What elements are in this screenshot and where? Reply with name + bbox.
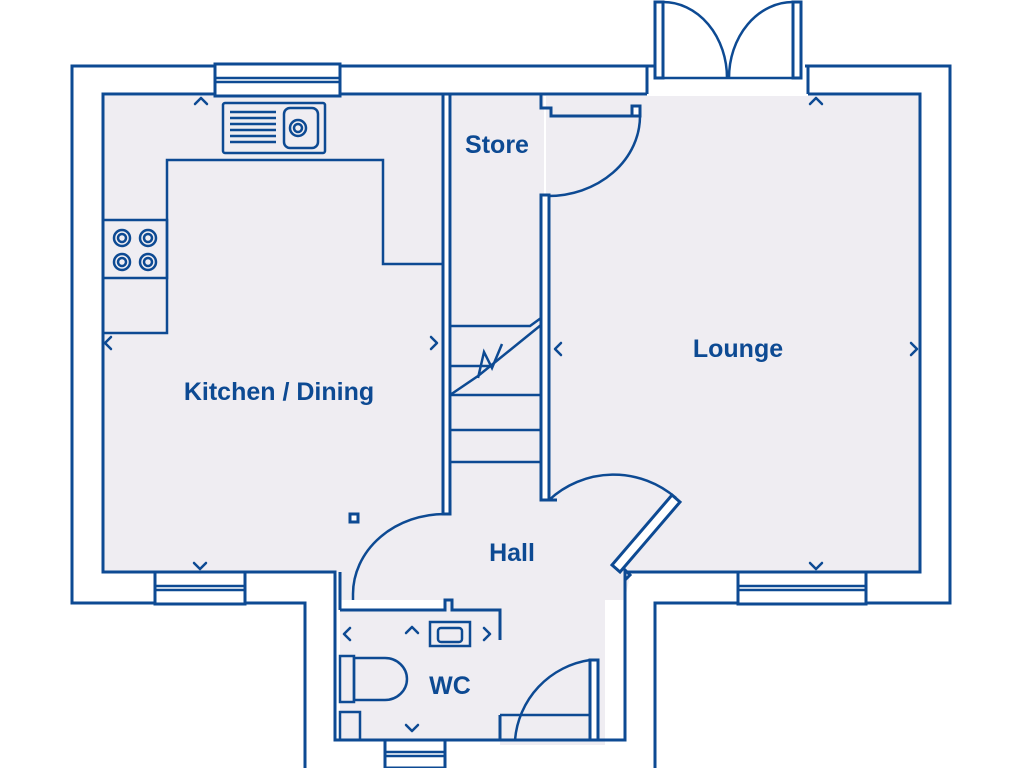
stairs xyxy=(449,316,542,464)
stair-break xyxy=(476,343,504,379)
patio-left-swing xyxy=(662,0,729,79)
patio-right-leaf xyxy=(791,0,803,80)
marker-wc-bottom xyxy=(404,723,420,733)
floor-fills xyxy=(103,96,920,745)
label-hall: Hall xyxy=(489,539,535,567)
marker-lounge-left xyxy=(553,341,563,357)
marker-wc-left xyxy=(342,626,352,642)
outer-wall-outer-right xyxy=(653,64,952,768)
label-store: Store xyxy=(465,131,529,159)
patio-right-swing xyxy=(727,0,794,79)
kitchen-fittings xyxy=(101,101,443,335)
windows xyxy=(153,62,868,768)
hob-icon xyxy=(101,218,169,280)
store-floor xyxy=(452,96,544,326)
marker-kitchen-bottom xyxy=(192,561,208,571)
label-wc: WC xyxy=(429,672,471,700)
store-door-leaf xyxy=(630,104,642,118)
dimension-markers xyxy=(103,96,919,733)
marker-wc-right xyxy=(482,626,492,642)
lounge-partition xyxy=(539,193,551,502)
marker-lounge-top xyxy=(808,96,824,106)
label-lounge: Lounge xyxy=(693,335,783,363)
lounge-floor xyxy=(546,96,920,572)
marker-lounge-bottom xyxy=(808,561,824,571)
wc-fittings xyxy=(338,620,472,742)
marker-kitchen-left xyxy=(103,335,113,351)
marker-wc-top xyxy=(404,625,420,635)
kitchen-door-swing xyxy=(351,512,446,595)
kitchen-bottom-window xyxy=(153,570,247,606)
wc-floor xyxy=(340,610,500,740)
sink-icon xyxy=(221,101,327,155)
kitchen-partition xyxy=(441,92,452,516)
stair-outline xyxy=(450,316,542,328)
wc-top-wall xyxy=(340,598,502,640)
store-door-swing xyxy=(547,115,642,198)
basin-icon xyxy=(428,620,472,648)
stairs-floor xyxy=(452,326,542,501)
kitchen-door-leaf xyxy=(348,512,360,524)
marker-lounge-right xyxy=(909,341,919,357)
lounge-door-swing xyxy=(548,473,677,501)
marker-kitchen-top xyxy=(193,96,209,106)
marker-kitchen-right xyxy=(429,335,439,351)
wc-door-leaf xyxy=(588,658,600,742)
label-kitchen: Kitchen / Dining xyxy=(184,378,374,406)
wc-door-swing xyxy=(513,658,591,741)
toilet-icon xyxy=(338,654,409,704)
room-labels: Kitchen / Dining Store Lounge Hall WC xyxy=(184,131,783,700)
kitchen-top-window xyxy=(213,62,342,98)
patio-left-leaf xyxy=(653,0,665,80)
wc-cistern-box xyxy=(338,710,362,742)
worktop xyxy=(103,158,443,335)
lounge-door-leaf xyxy=(609,492,683,575)
wc-bottom-window xyxy=(383,738,447,768)
doors xyxy=(348,104,683,742)
patio-doors xyxy=(653,0,803,80)
store-wall-top xyxy=(539,94,640,118)
lounge-bottom-window xyxy=(736,570,868,606)
